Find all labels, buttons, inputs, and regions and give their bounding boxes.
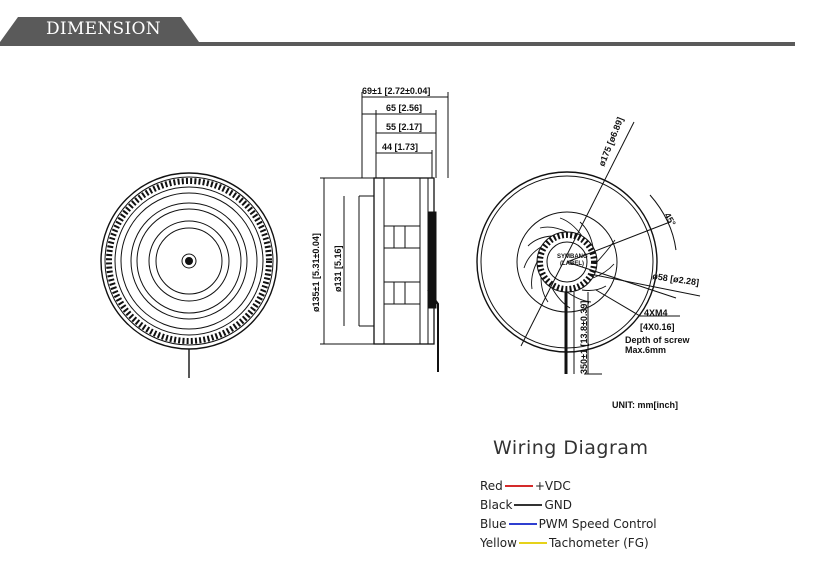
unit-note: UNIT: mm[inch] [612,400,678,410]
dim-angle: 45° [662,211,678,228]
dim-height-131: ø131 [5.16] [333,245,343,292]
wiring-title: Wiring Diagram [493,437,649,459]
dim-screw-inch: [4X0.16] [640,322,675,332]
header-tab [0,17,199,42]
dim-depth-55: 55 [2.17] [386,122,422,132]
wire-color-name: Yellow [480,536,517,550]
side-view [320,92,449,372]
wire-swatch-yellow [518,541,547,544]
wire-swatch-blue [508,522,537,525]
wire-function: PWM Speed Control [538,517,657,531]
dim-screw-depth-2: Max.6mm [625,345,666,355]
dim-lead-length: 350±1 [13.8±0.39] [579,301,589,374]
dim-height-135: ø135±1 [5.31±0.04] [311,233,321,312]
wire-row-black: Black GND [480,498,572,514]
hub-label-note: (LABEL) [560,261,584,267]
dim-overall-depth: 69±1 [2.72±0.04] [362,86,430,96]
wire-row-yellow: Yellow Tachometer (FG) [480,536,649,552]
wire-color-name: Red [480,479,503,493]
dim-depth-65: 65 [2.56] [386,103,422,113]
dim-outer-diameter: ø175 [ø6.89] [597,116,626,168]
wire-function: Tachometer (FG) [548,536,649,550]
wire-function: +VDC [534,479,571,493]
section-header: DIMENSION [0,0,814,60]
wire-color-name: Blue [480,517,507,531]
back-view [476,121,701,375]
header-rule [0,42,795,46]
header-banner [0,17,795,46]
hub-label-brand: SYMBANG [557,254,588,260]
front-view [100,172,278,378]
wire-row-blue: Blue PWM Speed Control [480,517,657,533]
section-title: DIMENSION [46,19,161,39]
dim-screw: 4XM4 [644,308,668,318]
wire-swatch-black [514,503,543,506]
dim-hub-diameter: ø58 [ø2.28] [652,271,700,287]
dim-depth-44: 44 [1.73] [382,142,418,152]
wire-swatch-red [504,484,533,487]
wire-function: GND [544,498,572,512]
wire-color-name: Black [480,498,513,512]
dim-screw-depth-1: Depth of screw [625,335,691,345]
wire-row-red: Red +VDC [480,479,571,495]
